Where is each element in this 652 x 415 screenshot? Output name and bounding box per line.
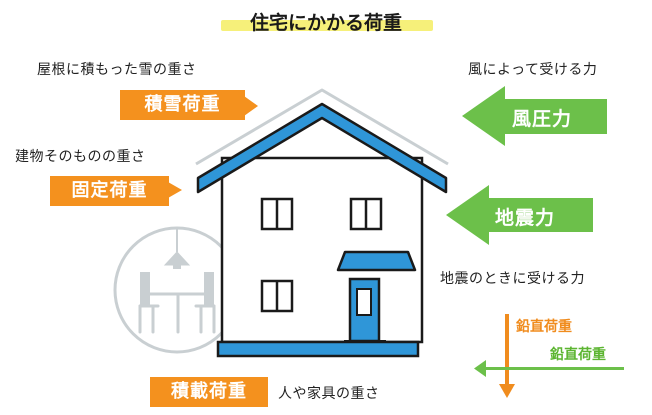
title-highlight xyxy=(221,20,433,31)
house-icon xyxy=(195,88,449,358)
snow-load-tag: 積雪荷重 xyxy=(120,90,245,120)
earthquake-force-label: 地震力 xyxy=(495,207,556,229)
snow-load-description: 屋根に積もった雪の重さ xyxy=(37,62,197,78)
table-chairs-icon xyxy=(138,272,216,334)
dead-load-tag: 固定荷重 xyxy=(50,176,169,206)
vertical-load-arrow xyxy=(499,314,515,398)
earthquake-arrow xyxy=(446,185,593,245)
live-load-tag: 積載荷重 xyxy=(150,377,268,407)
page-title: 住宅にかかる荷重 xyxy=(249,12,402,34)
wind-pressure-label: 風圧力 xyxy=(512,108,573,130)
tag-pointers xyxy=(168,96,258,198)
pendant-lamp-icon xyxy=(163,228,191,269)
horizontal-load-label: 鉛直荷重 xyxy=(550,347,606,363)
wind-pressure-description: 風によって受ける力 xyxy=(468,62,598,78)
wind-pressure-arrow xyxy=(462,86,607,146)
dead-load-description: 建物そのものの重さ xyxy=(15,149,146,165)
window-icon xyxy=(260,197,383,313)
vertical-load-label: 鉛直荷重 xyxy=(516,319,572,335)
live-load-description: 人や家具の重さ xyxy=(278,386,380,402)
earthquake-force-description: 地震のときに受ける力 xyxy=(440,271,585,287)
horizontal-load-arrow xyxy=(474,360,624,377)
